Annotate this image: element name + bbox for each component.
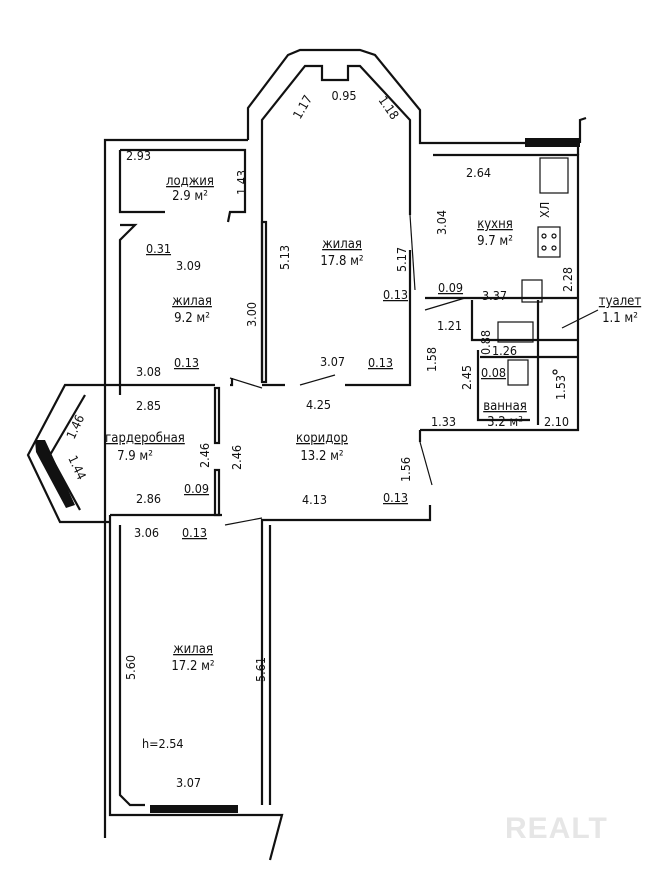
dim-label: 0.95 xyxy=(331,88,356,103)
dim-label: 2.86 xyxy=(136,491,161,506)
dim-label: 2.46 xyxy=(197,443,212,468)
dim-label: 3.09 xyxy=(176,258,201,273)
dim-label: 0.31 xyxy=(146,241,171,256)
dim-label: 0.09 xyxy=(184,481,209,496)
room-name-living-bottom: жилая xyxy=(173,642,213,657)
dim-label: 2.93 xyxy=(126,148,151,163)
dim-label: 0.13 xyxy=(383,490,408,505)
dim-label: 0.88 xyxy=(478,330,493,355)
walls xyxy=(26,48,587,861)
dim-label: 2.64 xyxy=(466,165,491,180)
dim-label: 1.26 xyxy=(492,343,517,358)
dim-label: 3.00 xyxy=(244,302,259,327)
room-area-wardrobe: 7.9 м² xyxy=(117,449,153,464)
dim-label: 1.46 xyxy=(63,412,87,441)
dim-label: 2.45 xyxy=(459,365,474,390)
dim-label: 1.58 xyxy=(424,347,439,372)
room-name-toilet: туалет xyxy=(599,294,642,309)
dim-label: 1.43 xyxy=(234,170,249,195)
dim-label: 2.10 xyxy=(544,414,569,429)
dim-label: 3.06 xyxy=(134,525,159,540)
dim-label: 2.85 xyxy=(136,398,161,413)
ceiling-height: h=2.54 xyxy=(142,736,184,751)
dim-label: 1.18 xyxy=(376,93,403,122)
dim-label: 0.13 xyxy=(174,355,199,370)
watermark-logo: REALT xyxy=(505,812,608,845)
dim-label: 1.21 xyxy=(437,318,462,333)
room-area-corridor: 13.2 м² xyxy=(300,449,343,464)
dim-label: 2.28 xyxy=(560,267,575,292)
room-area-living-small: 9.2 м² xyxy=(174,311,210,326)
room-name-kitchen: кухня xyxy=(477,217,513,232)
dim-label: 3.08 xyxy=(136,364,161,379)
dim-label: 1.17 xyxy=(290,92,316,121)
dim-label: 0.13 xyxy=(383,287,408,302)
room-area-bathroom: 3.2 м² xyxy=(487,415,523,430)
dim-label: 1.53 xyxy=(553,375,568,400)
dim-label: 2.46 xyxy=(229,445,244,470)
dim-label: 1.33 xyxy=(431,414,456,429)
dim-label: 3.04 xyxy=(434,210,449,235)
room-area-living-bottom: 17.2 м² xyxy=(171,659,214,674)
room-name-living-small: жилая xyxy=(172,294,212,309)
fridge-mark: ХЛ xyxy=(537,202,552,218)
room-labels: лоджия 2.9 м² жилая 17.8 м² кухня 9.7 м²… xyxy=(105,174,641,674)
dim-label: 3.07 xyxy=(176,775,201,790)
room-name-corridor: коридор xyxy=(296,431,348,446)
dim-label: 1.44 xyxy=(65,453,89,482)
room-area-kitchen: 9.7 м² xyxy=(477,234,513,249)
dim-label: 5.17 xyxy=(394,247,409,272)
dim-label: 5.13 xyxy=(277,245,292,270)
room-area-living-center: 17.8 м² xyxy=(320,254,363,269)
dim-label: 3.37 xyxy=(482,288,507,303)
room-name-loggia: лоджия xyxy=(166,174,214,189)
dim-label: 4.25 xyxy=(306,397,331,412)
room-area-loggia: 2.9 м² xyxy=(172,189,208,204)
dim-label: 4.13 xyxy=(302,492,327,507)
dim-label: 5.60 xyxy=(123,655,138,680)
dim-label: 3.07 xyxy=(320,354,345,369)
dim-label: 5.61 xyxy=(253,657,268,682)
dim-label: 0.13 xyxy=(368,355,393,370)
dim-label: 0.09 xyxy=(438,280,463,295)
room-name-wardrobe: гардеробная xyxy=(105,431,185,446)
dim-label: 1.56 xyxy=(398,457,413,482)
room-area-toilet: 1.1 м² xyxy=(602,311,638,326)
room-name-living-center: жилая xyxy=(322,237,362,252)
dimension-labels: 0.95 1.17 1.18 2.93 1.43 0.31 3.09 3.00 … xyxy=(63,88,575,790)
dim-label: 0.08 xyxy=(481,365,506,380)
dim-label: 0.13 xyxy=(182,525,207,540)
room-name-bathroom: ванная xyxy=(483,399,527,414)
